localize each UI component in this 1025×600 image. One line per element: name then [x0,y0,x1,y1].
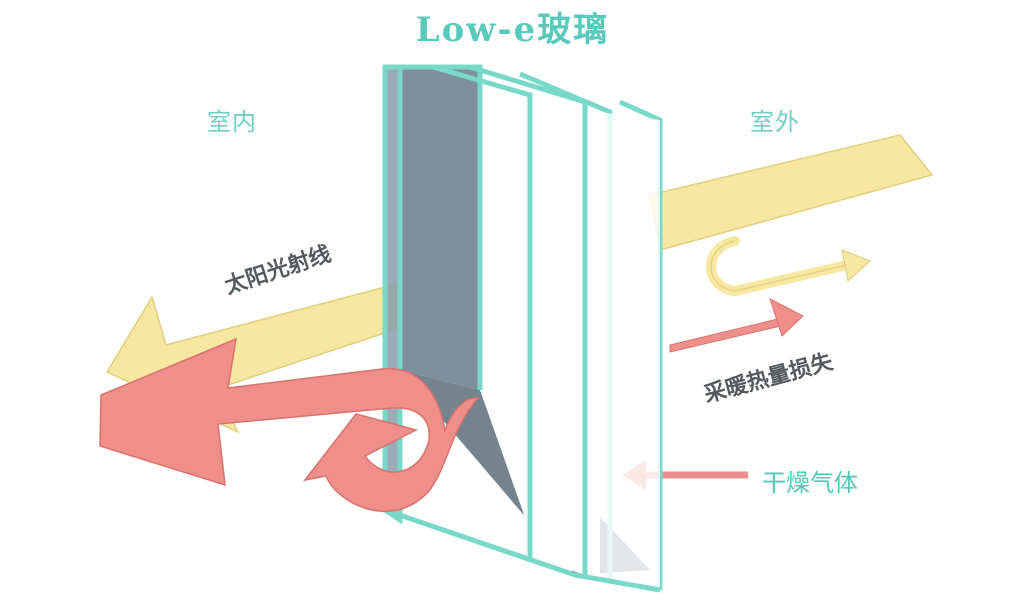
solar-reflection-arrow-head [841,249,872,283]
solar-beam-outside [649,134,934,251]
inside-label: 室内 [207,108,257,136]
spacer-left [400,67,480,390]
dry-gas-label: 干燥气体 [762,469,858,497]
heat-loss-arrow-inside [99,337,480,512]
glass-edge-1 [382,64,403,525]
glass-edge-3 [432,64,533,560]
glass-edge-2 [400,64,483,390]
heat-loss-arrow-outside [669,317,786,353]
glass-outer-right [600,112,660,590]
outside-label: 室外 [750,108,800,136]
glass-bottom-edge [384,507,661,593]
page-title: Low-e玻璃 [415,10,610,50]
cavity-glass-right [540,90,600,580]
solar-reflection-arrow-outline [710,240,848,292]
heat-loss-arrow-outside-head [769,297,804,337]
cavity-glass-left [480,67,540,560]
glass-unit [382,64,663,593]
solar-reflection-arrow [706,236,852,297]
